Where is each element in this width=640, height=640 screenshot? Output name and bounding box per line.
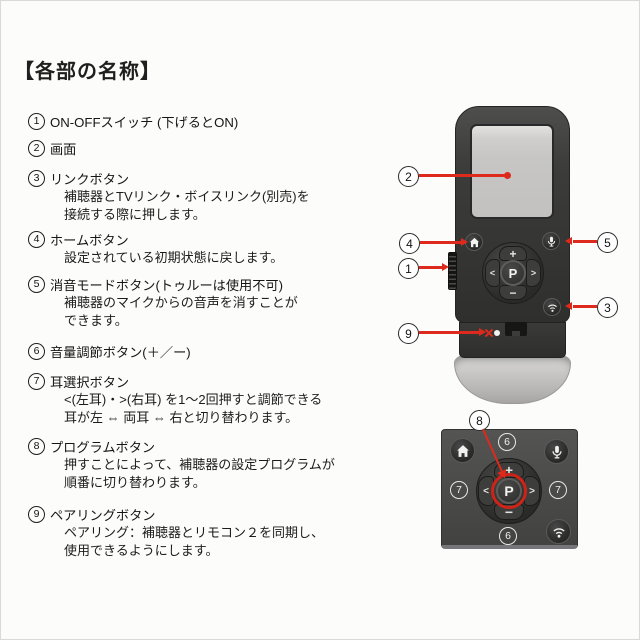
- callout-line-mute: [573, 240, 597, 243]
- part-desc-line: 使用できるようにします。: [64, 543, 219, 558]
- callout-arrow-power: [442, 263, 449, 271]
- callout-spark-pairing: [484, 328, 494, 338]
- mic-icon: [551, 445, 562, 458]
- callout-power: 1: [398, 258, 419, 279]
- callout-screen: 2: [398, 166, 419, 187]
- part-desc-line: 補聴器とTVリンク・ボイスリンク(別売)を: [64, 189, 310, 204]
- callout-arrow-mute: [565, 237, 572, 245]
- part-desc-line: できます。: [64, 313, 128, 328]
- volume-down-button: −: [499, 285, 527, 300]
- part-item-on-off-switch: 1 ON-OFFスイッチ (下げるとON): [28, 112, 438, 131]
- part-title: 画面: [50, 142, 77, 157]
- link-icon: [552, 527, 565, 538]
- part-number-badge: 7: [28, 373, 45, 390]
- part-item-link-button: 3 リンクボタン 補聴器とTVリンク・ボイスリンク(別売)を 接続する際に押しま…: [28, 169, 438, 224]
- program-button: P: [500, 260, 526, 286]
- pairing-dot: [494, 330, 500, 336]
- callout-line-pairing: [419, 331, 479, 334]
- callout-mute: 5: [597, 232, 618, 253]
- part-item-pairing-button: 9 ペアリングボタン ペアリング：補聴器とリモコン２を同期し、 使用できるように…: [28, 505, 438, 560]
- power-switch: [448, 252, 457, 290]
- part-title: プログラムボタン: [50, 440, 156, 455]
- part-title: ホームボタン: [50, 233, 129, 248]
- callout-line-link: [573, 305, 597, 308]
- callout-line-home: [420, 241, 461, 244]
- callout-home: 4: [399, 233, 420, 254]
- link-button-closeup: [546, 519, 571, 544]
- callout-volume-down: 6: [499, 527, 517, 545]
- ear-left-button: <: [485, 259, 500, 287]
- part-title: 消音モードボタン(トゥルーは使用不可): [50, 278, 283, 293]
- part-title: ON-OFFスイッチ (下げるとON): [50, 115, 239, 130]
- volume-up-button: +: [499, 246, 527, 261]
- remote-screen: [470, 124, 554, 219]
- part-desc-line: 押すことによって、補聴器の設定プログラムが: [64, 457, 335, 472]
- remote-bottom-cover: [454, 355, 571, 404]
- part-item-ear-select-buttons: 7 耳選択ボタン <(左耳)・>(右耳) を1～2回押すと調節できる 耳が左 ⇔…: [28, 372, 438, 427]
- home-icon: [456, 444, 469, 457]
- part-item-volume-buttons: 6 音量調節ボタン(＋／ー): [28, 342, 438, 361]
- page-title: 【各部の名称】: [14, 61, 161, 83]
- part-desc-line: 設定されている初期状態に戻します。: [64, 250, 284, 265]
- mute-button-closeup: [544, 439, 569, 464]
- part-desc-line: 接続する際に押します。: [64, 207, 206, 222]
- part-desc-line: <(左耳)・>(右耳) を1～2回押すと調節できる: [64, 392, 323, 407]
- callout-program: 8: [469, 410, 490, 431]
- callout-arrow-link: [565, 302, 572, 310]
- part-title: 耳選択ボタン: [50, 375, 130, 390]
- part-title: 音量調節ボタン(＋／ー): [50, 345, 191, 360]
- part-title: ペアリングボタン: [50, 508, 156, 523]
- callout-line-power: [419, 266, 442, 269]
- callout-arrow-home: [461, 238, 468, 246]
- part-desc-line: 補聴器のマイクからの音声を消すことが: [64, 295, 298, 310]
- callout-pairing: 9: [398, 323, 419, 344]
- callout-dot-screen: [504, 172, 511, 179]
- part-item-screen: 2 画面: [28, 139, 438, 158]
- callout-line-screen: [419, 174, 508, 177]
- part-number-badge: 6: [28, 343, 45, 360]
- part-desc-line: 耳が左 ⇔ 両耳 ⇔ 右と切り替わります。: [64, 410, 299, 425]
- home-button-closeup: [450, 438, 475, 463]
- link-button: [543, 298, 561, 316]
- part-title: リンクボタン: [50, 172, 130, 187]
- home-icon: [469, 237, 479, 247]
- callout-volume-up: 6: [498, 433, 516, 451]
- part-desc-line: ペアリング：補聴器とリモコン２を同期し、: [64, 525, 325, 540]
- mute-button: [542, 232, 560, 250]
- callout-arrow-pairing: [479, 328, 486, 336]
- part-item-home-button: 4 ホームボタン 設定されている初期状態に戻します。: [28, 230, 438, 267]
- mic-icon: [547, 236, 555, 247]
- ear-right-button: >: [526, 259, 541, 287]
- callout-ear-left: 7: [450, 481, 468, 499]
- part-number-badge: 5: [28, 276, 45, 293]
- volume-down-button-closeup: −: [494, 504, 524, 520]
- part-item-mute-button: 5 消音モードボタン(トゥルーは使用不可) 補聴器のマイクからの音声を消すことが…: [28, 275, 438, 330]
- part-number-badge: 1: [28, 113, 45, 130]
- program-highlight-ring: [491, 473, 527, 509]
- part-number-badge: 9: [28, 506, 45, 523]
- belt-clip: [505, 322, 527, 336]
- link-icon: [547, 304, 557, 312]
- part-number-badge: 2: [28, 140, 45, 157]
- part-number-badge: 3: [28, 170, 45, 187]
- part-number-badge: 8: [28, 438, 45, 455]
- callout-link: 3: [597, 297, 618, 318]
- part-desc-line: 順番に切り替わります。: [64, 475, 206, 490]
- callout-ear-right: 7: [549, 481, 567, 499]
- part-number-badge: 4: [28, 231, 45, 248]
- part-item-program-button: 8 プログラムボタン 押すことによって、補聴器の設定プログラムが 順番に切り替わ…: [28, 437, 438, 492]
